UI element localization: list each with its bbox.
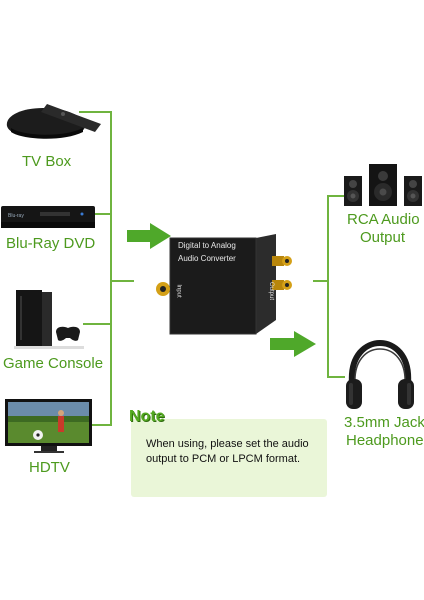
input-arrow-icon bbox=[127, 223, 171, 249]
source-label-hdtv: HDTV bbox=[29, 459, 70, 476]
source-label-game-console: Game Console bbox=[3, 355, 104, 372]
source-label-bluray: Blu-Ray DVD bbox=[6, 235, 96, 252]
input-port-icon bbox=[156, 282, 170, 296]
output-label-rca-line1: RCA Audio bbox=[347, 211, 420, 228]
hdtv-icon bbox=[5, 399, 92, 453]
converter-title-line2: Audio Converter bbox=[178, 254, 236, 263]
output-label-headphone-line1: 3.5mm Jack bbox=[344, 414, 424, 431]
note-text: When using, please set the audio output … bbox=[146, 437, 326, 467]
output-label-headphone-line2: Headphone bbox=[346, 432, 424, 449]
note-box bbox=[131, 419, 327, 497]
note-line-2: output to PCM or LPCM format. bbox=[146, 453, 301, 465]
note-line-1: When using, please set the audio bbox=[146, 438, 309, 450]
output-arrow-icon bbox=[270, 331, 316, 357]
speakers-icon bbox=[344, 164, 422, 206]
source-label-tv-box: TV Box bbox=[22, 153, 72, 170]
svg-text:Blu-ray: Blu-ray bbox=[8, 213, 24, 219]
converter-title-line1: Digital to Analog bbox=[178, 241, 236, 250]
game-console-icon bbox=[14, 290, 84, 349]
output-port-label: Output bbox=[268, 281, 275, 301]
headphones-icon bbox=[346, 339, 414, 409]
note-title: Note bbox=[129, 408, 165, 425]
audio-converter-icon bbox=[169, 234, 292, 335]
output-label-rca-line2: Output bbox=[360, 229, 406, 246]
bluray-player-icon: Blu-ray bbox=[1, 206, 95, 228]
tv-box-icon bbox=[6, 104, 101, 139]
input-port-label: Input bbox=[175, 284, 182, 298]
